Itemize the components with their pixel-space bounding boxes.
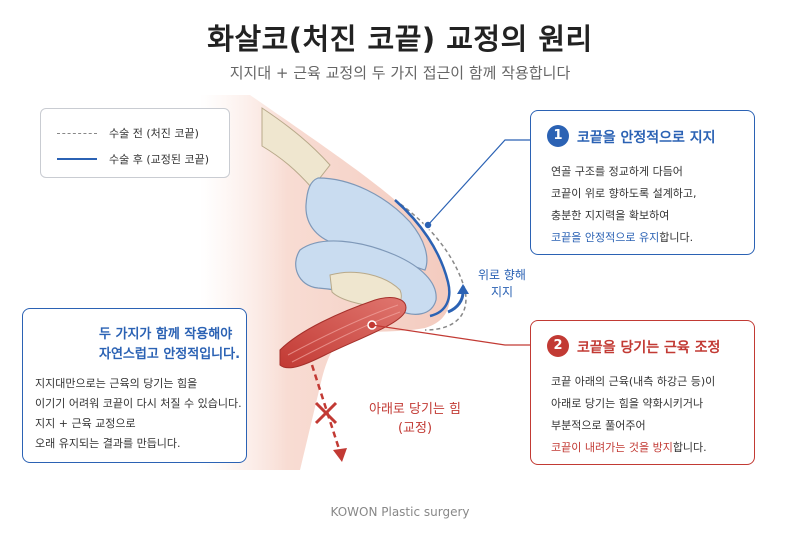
dashed-line-swatch	[57, 132, 97, 134]
card-text-line: 오래 유지되는 결과를 만듭니다.	[35, 437, 181, 450]
leader-line-1	[427, 139, 530, 226]
card-text-line: 아래로 당기는 힘을 약화시키거나	[551, 397, 704, 410]
blocked-x-icon	[314, 401, 338, 425]
legend-item-before: 수술 전 (처진 코끝)	[57, 125, 199, 141]
page-title: 화살코(처진 코끝) 교정의 원리	[207, 22, 593, 56]
nasal-bone	[261, 107, 331, 189]
card-title-muscle: 코끝을 당기는 근육 조정	[577, 340, 721, 356]
solid-line-swatch	[57, 158, 97, 160]
highlight-text: 코끝을 안정적으로 유지	[551, 231, 660, 244]
pull-down-arrow	[310, 364, 342, 453]
card-text-line: 지지 + 근육 교정으로	[35, 417, 136, 430]
leader-line-2	[371, 324, 530, 346]
card-text-line: 이기기 어려워 코끝이 다시 처질 수 있습니다.	[35, 397, 242, 410]
pull-down-label: 아래로 당기는 힘 (교정)	[360, 398, 470, 436]
support-info-card: 1 코끝을 안정적으로 지지 연골 구조를 정교하게 다듬어 코끝이 위로 향하…	[530, 110, 755, 255]
card-text-line: 연골 구조를 정교하게 다듬어	[551, 165, 683, 178]
card-text-rest: 합니다.	[659, 231, 694, 244]
label-line: 위로 향해	[478, 268, 526, 282]
support-up-label: 위로 향해 지지	[472, 266, 532, 300]
label-line: (교정)	[397, 421, 433, 436]
card-text-line: 충분한 지지력을 확보하여	[551, 209, 670, 222]
step-number-badge-2: 2	[547, 335, 569, 357]
depressor-muscle	[279, 297, 407, 369]
legend: 수술 전 (처진 코끝) 수술 후 (교정된 코끝)	[40, 108, 230, 178]
footer-brand: KOWON Plastic surgery	[330, 505, 470, 519]
card-text-line: 코끝을 안정적으로 유지합니다.	[551, 229, 693, 245]
support-up-arrow	[447, 291, 465, 314]
card-title-line2: 자연스럽고 안정적입니다.	[99, 347, 241, 362]
muscle-info-card: 2 코끝을 당기는 근육 조정 코끝 아래의 근육(내측 하강근 등)이 아래로…	[530, 320, 755, 465]
combined-effect-card: 두 가지가 함께 작용해야 자연스럽고 안정적입니다. 지지대만으로는 근육의 …	[22, 308, 247, 463]
step-number-badge-1: 1	[547, 125, 569, 147]
card-text-line: 코끝 아래의 근육(내측 하강근 등)이	[551, 375, 716, 388]
page-subtitle: 지지대 + 근육 교정의 두 가지 접근이 함께 작용합니다	[229, 64, 571, 82]
card-text-line: 코끝이 내려가는 것을 방지합니다.	[551, 439, 707, 455]
label-line: 아래로 당기는 힘	[369, 402, 461, 417]
legend-label-before: 수술 전 (처진 코끝)	[109, 127, 199, 140]
card-text-line: 코끝이 위로 향하도록 설계하고,	[551, 187, 697, 200]
card-title-line1: 두 가지가 함께 작용해야	[99, 327, 233, 342]
after-profile-line	[394, 199, 451, 318]
legend-item-after: 수술 후 (교정된 코끝)	[57, 151, 209, 167]
card-text-line: 부분적으로 풀어주어	[551, 419, 646, 432]
card-title-support: 코끝을 안정적으로 지지	[577, 130, 716, 146]
legend-label-after: 수술 후 (교정된 코끝)	[109, 153, 210, 166]
highlight-text: 코끝이 내려가는 것을 방지	[551, 441, 673, 454]
label-line: 지지	[490, 285, 514, 299]
card-text-rest: 합니다.	[672, 441, 707, 454]
before-profile-line	[394, 199, 467, 331]
card-text-line: 지지대만으로는 근육의 당기는 힘을	[35, 377, 198, 390]
